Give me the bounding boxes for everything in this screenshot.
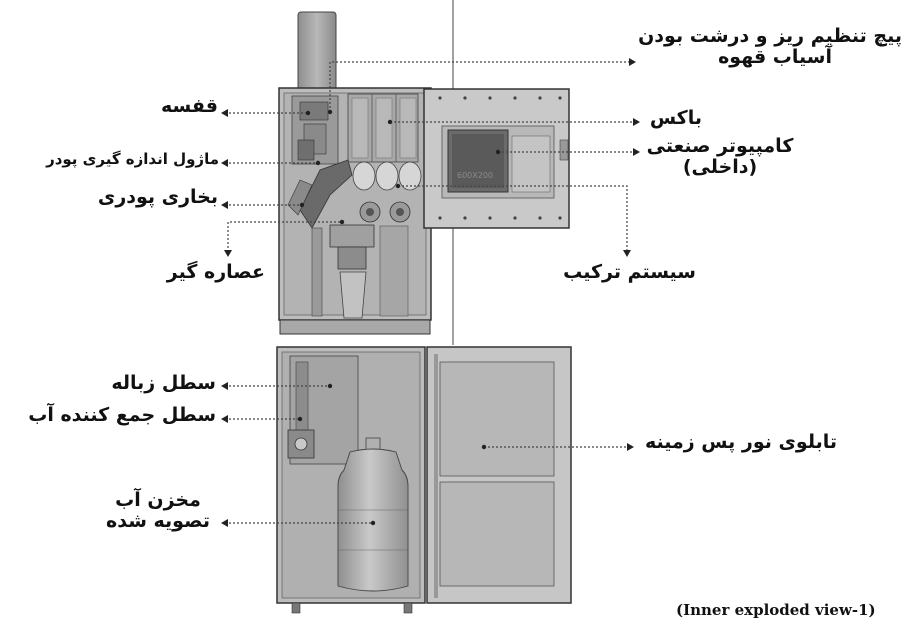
label-water-tank-line1: مخزن آب [115,489,201,511]
label-water-bucket: سطل جمع کننده آب [28,404,216,426]
leader-arrows [221,58,640,527]
upper-cabinet [278,87,439,321]
label-waste-bucket: سطل زباله [111,372,216,394]
label-grind-screw-line2: آسیاب قهوه [718,46,832,69]
label-cage: قفسه [161,95,218,117]
label-mixing-system: سیستم ترکیب [563,261,696,283]
label-backlight-panel: تابلوی نور پس زمینه [644,431,837,453]
leader-dots [297,109,501,526]
label-box: باکس [649,107,702,129]
upper-base [279,319,431,335]
label-powder-hopper: بخاری پودری [97,186,218,208]
label-grind-screw: پیچ تنظیم ریز و درشت بودن آسیاب قهوه [638,25,902,69]
label-computer-line1: کامپیوتر صنعتی [646,135,794,157]
screen-text: 600X200 [457,171,493,180]
label-powder-dosing: ماژول اندازه گیری پودر [46,150,219,168]
figure-caption: (Inner exploded view-1) [676,601,876,619]
upper-door: 600X200 [423,88,570,229]
lower-door [426,346,572,604]
label-water-tank: مخزن آب تصویه شده [98,489,218,533]
label-juicer: عصاره گیر [166,261,265,283]
label-industrial-computer: کامپیوتر صنعتی (داخلی) [640,135,800,179]
lower-cabinet [276,346,426,614]
label-water-tank-line2: تصویه شده [106,510,210,533]
label-grind-screw-line1: پیچ تنظیم ریز و درشت بودن [638,25,902,47]
leader-lines [225,61,636,524]
label-computer-line2: (داخلی) [682,156,758,179]
